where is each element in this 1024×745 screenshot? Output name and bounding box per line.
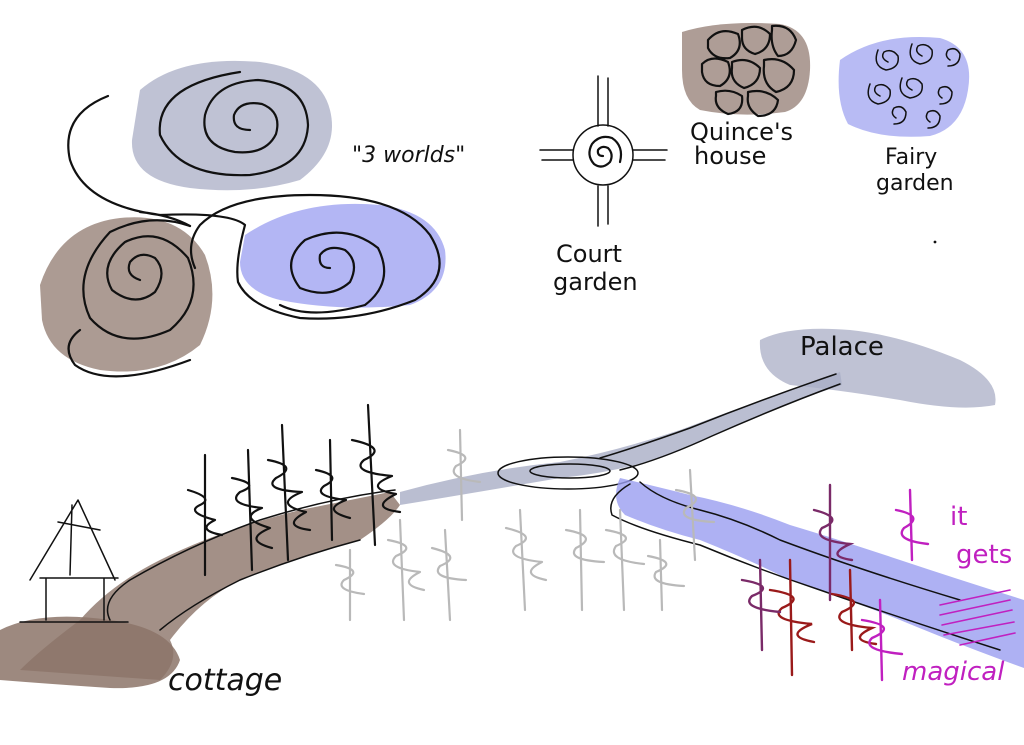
fairy-garden-label-line1: Fairy [885,145,937,170]
cottage-path-edge [106,489,396,631]
blue-world-wash [240,203,446,308]
fairy-garden-symbol [838,36,970,137]
grey-world-spiral [158,70,310,177]
quinces-house-symbol [682,23,811,118]
quinces-house-label-line2: house [694,142,766,170]
red-tree-group [740,483,930,682]
magical-hatching [939,589,1016,646]
brown-world-wash [40,217,213,372]
palace-label: Palace [800,332,884,362]
quinces-house-label-line1: Quince's [690,118,793,146]
cottage-label: cottage [168,663,282,698]
it-gets-label-line1: it [950,502,967,532]
quinces-house-stones [700,24,798,118]
palace-road [400,372,842,505]
blue-world-spiral [278,231,386,314]
court-garden-symbol [539,75,668,227]
grey-world-wash [131,60,332,191]
fairy-garden-wash [838,36,970,137]
court-garden-label-line2: garden [553,268,638,296]
triskele-connector [67,94,441,378]
magical-label: magical [902,657,1005,687]
pond [497,456,639,490]
three-worlds-diagram [40,60,446,378]
court-garden-label-line1: Court [556,240,622,268]
palace-road-edge [599,373,841,471]
grey-tree-group [334,428,716,622]
black-tree-group [186,403,402,577]
cottage-ground-wash [0,616,180,689]
cottage-drawing [19,499,129,623]
three-worlds-label: "3 worlds" [352,143,465,168]
brown-world-spiral [82,219,195,340]
it-gets-label-line2: gets [956,540,1012,570]
stray-dot [933,240,937,244]
magic-path-wash [616,478,1024,668]
fairy-garden-swirls [867,43,961,129]
magic-path-edge [610,481,1001,651]
court-garden-spiral [588,135,623,168]
fairy-garden-label-line2: garden [876,171,954,196]
